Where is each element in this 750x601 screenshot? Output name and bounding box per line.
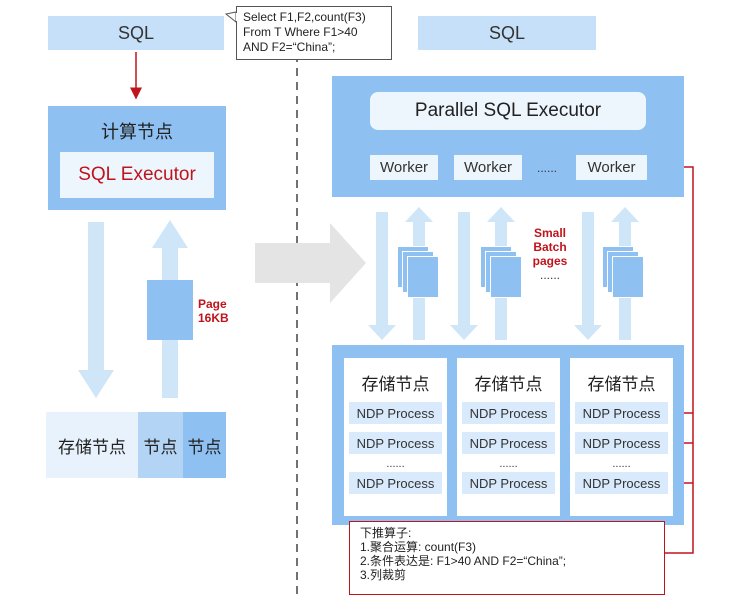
storage-node-3: 存储节点 NDP Process NDP Process ...... NDP … [570,358,673,516]
query-line-1: Select F1,F2,count(F3) [243,10,366,24]
compute-node-title: 计算节点 [101,122,173,142]
ndp-process: NDP Process [575,402,668,424]
storage-tab-3: 节点 [183,412,226,478]
left-down-arrow [78,222,114,398]
page-size-label: Page 16KB [198,297,229,325]
storage-node-1-title: 存储节点 [361,375,430,394]
ndp-ellipsis: ...... [499,458,518,470]
query-line-3: AND F2=“China”; [243,40,336,54]
pushdown-title: 下推算子: [360,526,412,540]
right-sql-label: SQL [488,22,526,43]
ndp-process: NDP Process [575,472,668,494]
parallel-executor-panel: Parallel SQL Executor Worker Worker ....… [332,76,684,197]
ndp-process: NDP Process [462,472,555,494]
left-storage-stack: 存储节点 节点 节点 [46,412,226,478]
storage-tab-1: 存储节点 [46,412,138,478]
ndp-process: NDP Process [349,402,442,424]
ndp-process: NDP Process [575,432,668,454]
transfer-arrow [255,223,366,303]
pushdown-line-2: 2.条件表达是: F1>40 AND F2=“China”; [360,554,567,568]
ndp-process: NDP Process [349,472,442,494]
compute-node-panel: 计算节点 SQL Executor [48,106,226,210]
worker-ellipsis: ...... [536,160,557,175]
small-batch-label: Small Batch pages ...... [532,226,568,282]
query-note: Select F1,F2,count(F3) From T Where F1>4… [236,6,392,60]
ndp-ellipsis: ...... [612,458,631,470]
left-sql-label: SQL [117,22,155,43]
storage-tab-2: 节点 [138,412,183,478]
worker-2: Worker [454,155,522,180]
storage-node-3-title: 存储节点 [587,375,656,394]
ndp-process: NDP Process [349,432,442,454]
query-line-2: From T Where F1>40 [243,25,358,39]
sql-executor-label: SQL Executor [78,164,196,185]
storage-node-2: 存储节点 NDP Process NDP Process ...... NDP … [457,358,560,516]
storage-node-1: 存储节点 NDP Process NDP Process ...... NDP … [344,358,447,516]
storage-panel: 存储节点 NDP Process NDP Process ...... NDP … [332,345,684,525]
storage-node-2-title: 存储节点 [474,375,543,394]
pushdown-note: 下推算子: 1.聚合运算: count(F3) 2.条件表达是: F1>40 A… [349,521,665,595]
right-sql-pill: SQL [418,16,596,50]
ndp-process: NDP Process [462,402,555,424]
left-sql-pill: SQL [48,16,224,50]
page-block [147,280,193,340]
parallel-executor-title: Parallel SQL Executor [370,92,646,130]
ndp-ellipsis: ...... [386,458,405,470]
sql-executor-box: SQL Executor [60,152,214,198]
ndp-process: NDP Process [462,432,555,454]
worker-1: Worker [370,155,438,180]
worker-3: Worker [576,155,647,180]
pushdown-line-3: 3.列裁剪 [360,568,407,582]
pushdown-line-1: 1.聚合运算: count(F3) [360,540,477,554]
